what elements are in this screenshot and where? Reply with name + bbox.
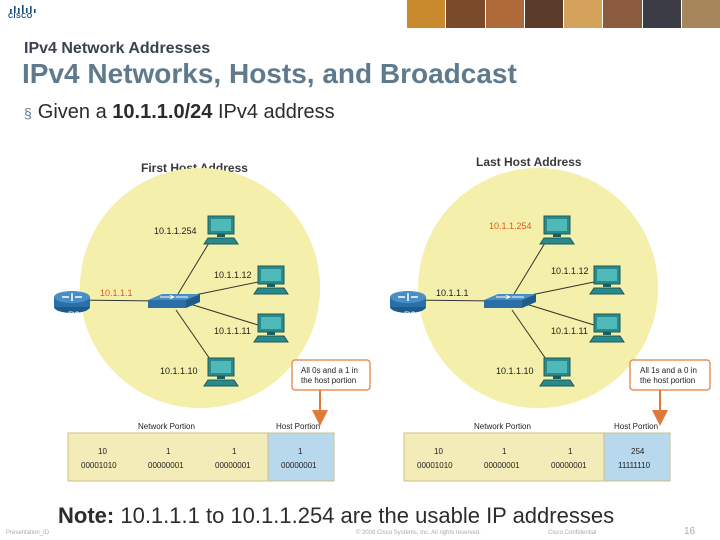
right-decimal-octet: 1 <box>568 447 573 456</box>
left-binary-octet: 00000001 <box>148 461 184 470</box>
right-decimal-octet: 1 <box>502 447 507 456</box>
right-callout <box>629 359 711 391</box>
right-host-cell <box>603 432 671 482</box>
right-binary-octet: 11111110 <box>618 461 651 470</box>
right-binary-octet: 00001010 <box>417 461 453 470</box>
left-host-ip: 10.1.1.10 <box>160 366 198 376</box>
left-binary-octet: 00000001 <box>215 461 251 470</box>
right-router-ip: 10.1.1.1 <box>436 288 469 298</box>
usable-range-note: Note: 10.1.1.1 to 10.1.1.254 are the usa… <box>58 503 614 529</box>
right-host-ip: 10.1.1.12 <box>551 266 589 276</box>
slide-title: IPv4 Networks, Hosts, and Broadcast <box>22 58 517 89</box>
banner-photo <box>563 0 603 28</box>
right-pc-icon <box>539 357 575 387</box>
left-host-portion-label: Host Portion <box>276 422 320 431</box>
left-pc-icon <box>203 357 239 387</box>
left-pc-icon <box>253 265 289 295</box>
left-network-circle <box>80 168 320 408</box>
note-label: Note: <box>58 503 115 528</box>
right-pc-icon <box>589 313 625 343</box>
right-binary-octet: 00000001 <box>551 461 587 470</box>
left-host-ip: 10.1.1.11 <box>214 326 251 336</box>
bullet-prefix: Given a <box>37 101 107 123</box>
right-decimal-octet: 254 <box>631 447 645 456</box>
banner-photo <box>445 0 485 28</box>
right-callout-line: the host portion <box>640 376 695 385</box>
right-binary-octet: 00000001 <box>484 461 520 470</box>
left-host-cell <box>267 432 335 482</box>
right-callout-line: All 1s and a 0 in <box>640 366 697 375</box>
right-network-portion-label: Network Portion <box>474 422 531 431</box>
cisco-logo-icon <box>10 5 36 13</box>
left-host-ip: 10.1.1.254 <box>154 226 197 236</box>
left-binary-octet: 00001010 <box>81 461 117 470</box>
banner-photo <box>484 0 524 28</box>
right-panel: Last Host Address R2 10.1.1.1 10.1.1.254… <box>389 155 711 482</box>
left-decimal-octet: 1 <box>232 447 237 456</box>
left-host-ip: 10.1.1.12 <box>214 270 252 280</box>
banner-photos <box>406 0 720 28</box>
footer-copyright: © 2008 Cisco Systems, Inc. All rights re… <box>356 530 481 536</box>
right-pc-icon <box>589 265 625 295</box>
right-host-ip: 10.1.1.11 <box>551 326 588 336</box>
banner-photo <box>602 0 642 28</box>
left-binary-octet: 00000001 <box>281 461 317 470</box>
left-callout <box>291 359 371 391</box>
slide-subtitle: IPv4 Network Addresses <box>24 40 211 57</box>
cisco-wordmark: CISCO <box>8 13 33 20</box>
right-host-ip-highlighted: 10.1.1.254 <box>489 221 532 231</box>
left-pc-icon <box>253 313 289 343</box>
bullet-marker-icon: § <box>24 105 32 121</box>
left-decimal-octet: 10 <box>98 447 107 456</box>
left-panel: First Host Address R2 10.1.1.1 10.1.1.25… <box>53 161 371 482</box>
left-callout-line: All 0s and a 1 in <box>301 366 358 375</box>
footer-confidential: Cisco Confidential <box>548 530 597 536</box>
top-banner: CISCO <box>0 0 720 28</box>
banner-photo <box>680 0 720 28</box>
note-text: 10.1.1.1 to 10.1.1.254 are the usable IP… <box>120 503 615 528</box>
right-heading: Last Host Address <box>476 155 582 169</box>
right-decimal-octet: 10 <box>434 447 443 456</box>
footer-presentation-id: Presentation_ID <box>6 530 50 536</box>
bullet-suffix: IPv4 address <box>217 101 335 123</box>
right-host-portion-label: Host Portion <box>614 422 658 431</box>
left-callout-line: the host portion <box>301 376 356 385</box>
right-router-label: R2 <box>404 310 416 320</box>
right-pc-icon <box>539 215 575 245</box>
network-diagram: First Host Address R2 10.1.1.1 10.1.1.25… <box>53 155 711 482</box>
page-number: 16 <box>684 526 696 537</box>
banner-photo <box>406 0 446 28</box>
left-pc-icon <box>203 215 239 245</box>
right-host-ip: 10.1.1.10 <box>496 366 534 376</box>
bullet-address: 10.1.1.0/24 <box>112 101 213 123</box>
left-router-ip: 10.1.1.1 <box>100 288 133 298</box>
bullet-point: § Given a 10.1.1.0/24 IPv4 address <box>24 101 335 124</box>
banner-photo <box>641 0 681 28</box>
left-network-portion-label: Network Portion <box>138 422 195 431</box>
left-decimal-octet: 1 <box>298 447 303 456</box>
banner-photo <box>523 0 563 28</box>
left-router-label: R2 <box>68 310 80 320</box>
right-network-circle <box>418 168 658 408</box>
left-decimal-octet: 1 <box>166 447 171 456</box>
